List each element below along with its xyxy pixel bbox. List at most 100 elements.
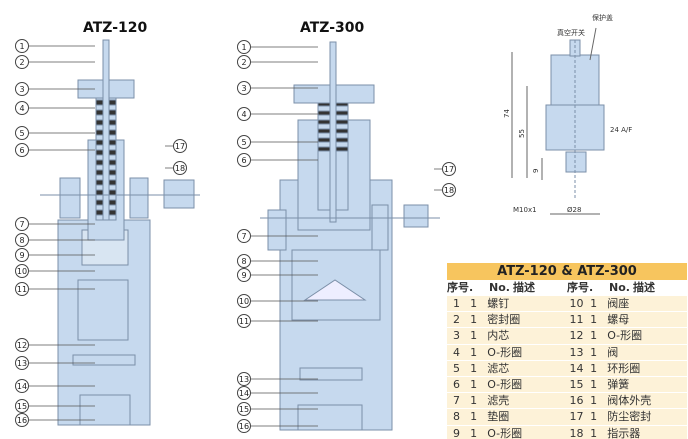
table-cell: 5 [453,361,460,375]
callout-number: 16 [17,416,27,425]
callout-number: 11 [239,317,249,326]
parts-table: ATZ-120 & ATZ-300 序号. No. 描述 序号. No. 描述 … [447,263,687,439]
callout-circle [15,282,29,296]
table-cell: 1 [590,297,598,310]
table-cell: 1 [590,410,598,424]
table-cell: 垫圈 [487,410,510,424]
callout-circle [15,39,29,53]
callout-circle [15,356,29,370]
callout-number: 2 [241,58,246,67]
callout-circle [237,268,251,282]
table-cell: 3 [453,329,460,343]
table-cell: 防尘密封 [607,410,652,424]
table-cell: 1 [470,394,478,408]
indicator [403,204,429,228]
switch-label: 保护盖 [592,13,613,22]
callout-number: 6 [19,146,24,155]
table-cell: 1 [470,410,478,424]
table-cell: 1 [590,394,598,408]
lower-bowl [77,279,129,341]
callout-number: 13 [17,359,27,368]
callout-circle [442,183,456,197]
table-cell: 1 [470,345,478,359]
callout-number: 8 [19,236,24,245]
callout-number: 14 [17,382,27,391]
cone-valve [303,279,367,301]
callout-circle [15,126,29,140]
callout-number: 18 [444,186,454,195]
callout-circle [15,217,29,231]
outlet-port [129,177,149,219]
table-cell: 指示器 [607,426,641,439]
seat [72,354,136,366]
table-cell: O-形圈 [607,329,643,343]
switch-label: Ø28 [567,206,581,214]
table-cell: 1 [590,345,598,359]
callout-number: 8 [241,257,246,266]
table-cell: 8 [453,410,460,424]
callout-number: 16 [239,422,249,431]
switch-label: M10x1 [513,206,537,214]
callout-circle [15,55,29,69]
col-header: 描述 [633,281,655,294]
switch-label: 9 [532,169,540,173]
table-cell: 螺钉 [487,297,510,310]
callout-circle [237,107,251,121]
col-header: No. [489,281,510,294]
callout-circle [237,40,251,54]
table-cell: 1 [590,313,598,327]
table-cell: O-形圈 [487,426,523,439]
col-header: 序号. [567,281,594,294]
callout-circle [15,379,29,393]
threaded-stem [565,151,587,173]
callout-number: 10 [239,297,249,306]
callout-number: 15 [17,402,27,411]
callout-circle [237,254,251,268]
callout-circle [15,413,29,427]
switch-label: 24 A/F [610,126,632,134]
callout-number: 14 [239,389,249,398]
table-cell: 阀体外壳 [607,394,652,408]
callout-number: 10 [17,267,27,276]
callout-number: 9 [19,251,24,260]
table-cell: 11 [569,313,584,327]
callout-number: 4 [19,104,24,113]
callout-number: 15 [239,405,249,414]
indicator [163,179,195,209]
callout-number: 5 [241,138,246,147]
callout-number: 7 [19,220,24,229]
switch-label: 55 [518,129,526,138]
callout-number: 7 [241,232,246,241]
table-cell: 13 [569,345,584,359]
table-cell: 1 [470,377,478,391]
callout-circle [237,153,251,167]
callout-circle [15,248,29,262]
table-cell: O-形圈 [487,345,523,359]
spindle [329,41,337,223]
table-cell: 弹簧 [607,377,630,391]
table-cell: 12 [569,329,584,343]
table-cell: 18 [569,426,584,439]
table-cell: 2 [453,313,460,327]
col-header: 描述 [513,281,535,294]
inlet-port [267,209,287,251]
callout-number: 12 [17,341,27,350]
table-cell: 9 [453,426,460,439]
table-header-row: 序号. No. 描述 序号. No. 描述 [447,280,687,295]
table-cell: 密封圈 [487,313,521,327]
outlet-port [371,204,389,251]
callout-circle [237,294,251,308]
callout-number: 5 [19,129,24,138]
table-cell: 1 [470,361,478,375]
callout-number: 18 [175,164,185,173]
callout-circle [15,101,29,115]
callout-circle [237,372,251,386]
callout-number: 6 [241,156,246,165]
callout-number: 4 [241,110,246,119]
callout-number: 1 [241,43,246,52]
callout-number: 3 [19,85,24,94]
